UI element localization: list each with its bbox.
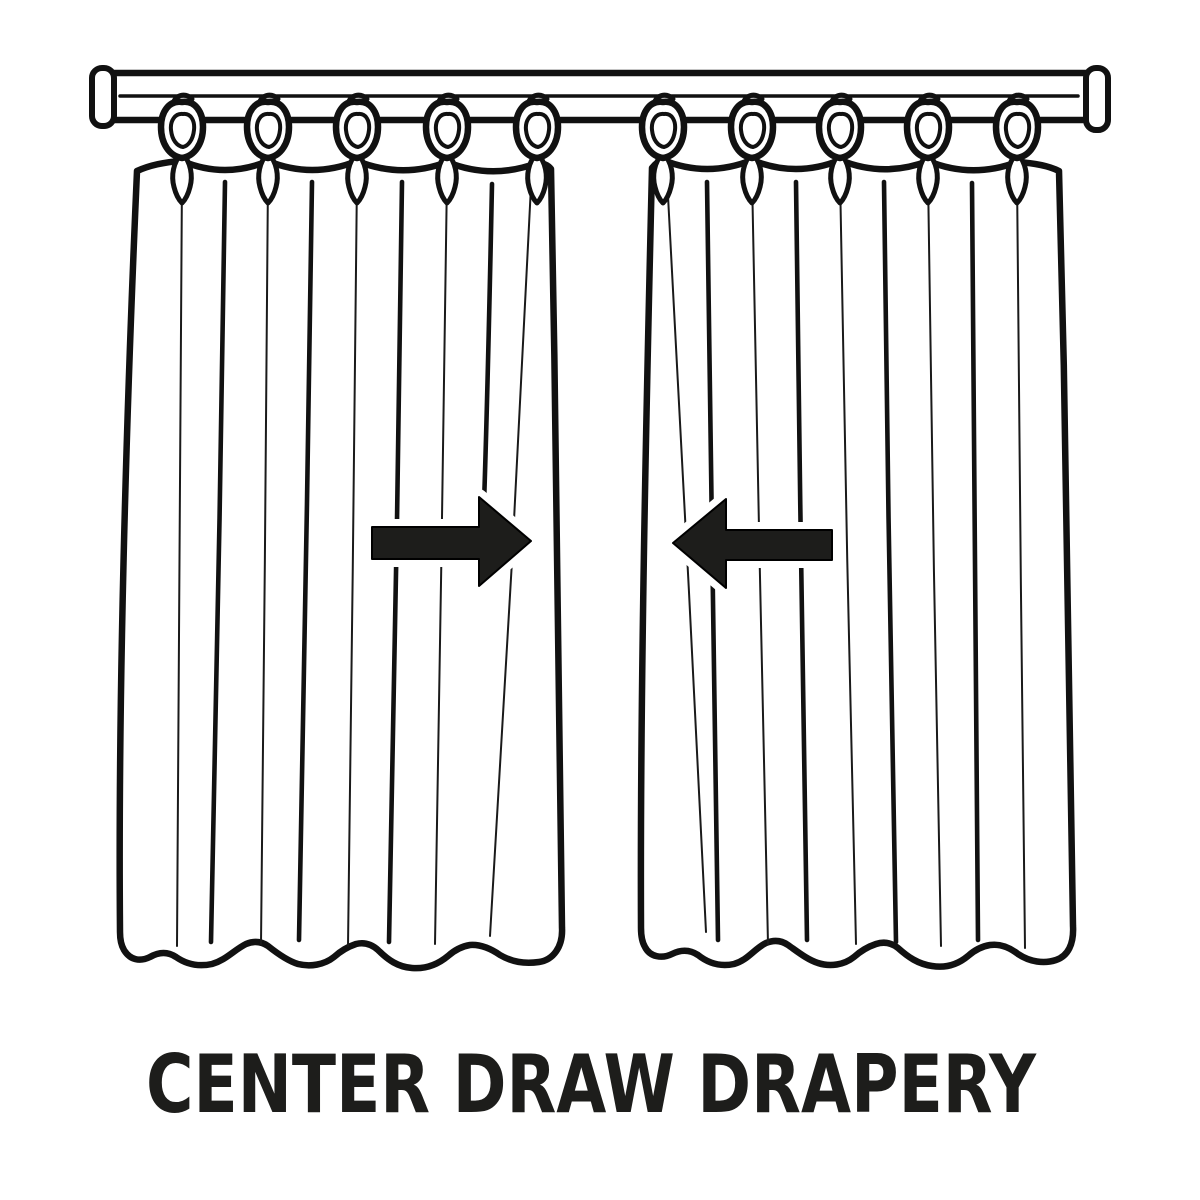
curtain-panel-left xyxy=(116,157,566,972)
arrow-right-icon xyxy=(371,496,532,587)
curtain-rod-right-cap xyxy=(1083,65,1111,133)
curtain-rod-left-cap xyxy=(89,65,117,129)
arrow-left-icon xyxy=(672,498,833,589)
draw-direction-arrows xyxy=(364,489,840,596)
diagram-caption: CENTER DRAW DRAPERY xyxy=(146,1038,1037,1131)
